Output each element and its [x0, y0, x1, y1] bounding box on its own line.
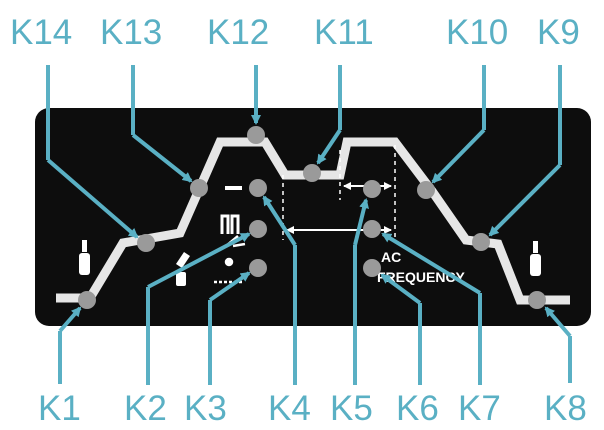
- label-k9: K9: [537, 13, 580, 52]
- callout-labels: K14 K13 K12 K11 K10 K9 K1 K2 K3 K4 K5 K6…: [10, 13, 587, 428]
- label-k3: K3: [184, 389, 227, 428]
- led-k2: [249, 220, 267, 238]
- led-k13: [190, 179, 208, 197]
- label-k5: K5: [330, 389, 373, 428]
- led-k8: [528, 291, 546, 309]
- label-k12: K12: [207, 13, 269, 52]
- label-k8: K8: [544, 389, 587, 428]
- led-k7: [363, 220, 381, 238]
- gas-cylinder-icon: [79, 240, 90, 275]
- minus-icon: [225, 186, 242, 190]
- pulse-wave-icon: [220, 214, 240, 234]
- callout-leaders: [46, 65, 572, 385]
- led-k12: [247, 126, 265, 144]
- led-k10: [417, 181, 435, 199]
- led-k11: [303, 164, 321, 182]
- led-k5: [363, 180, 381, 198]
- label-k6: K6: [396, 389, 439, 428]
- label-k2: K2: [124, 389, 167, 428]
- led-k14: [137, 234, 155, 252]
- led-k4: [249, 179, 267, 197]
- timing-dashes: [282, 145, 396, 240]
- label-k14: K14: [10, 13, 72, 52]
- label-k13: K13: [100, 13, 162, 52]
- ac-label: AC: [381, 249, 401, 265]
- label-k4: K4: [268, 389, 311, 428]
- label-k10: K10: [446, 13, 508, 52]
- torch-icon: [176, 252, 190, 286]
- led-k1: [78, 291, 96, 309]
- label-k1: K1: [38, 389, 81, 428]
- label-k11: K11: [314, 13, 374, 52]
- led-k3: [249, 259, 267, 277]
- led-k9: [472, 233, 490, 251]
- indicator-leds: [78, 126, 546, 309]
- led-k6: [363, 259, 381, 277]
- gas-cylinder-icon: [530, 241, 541, 276]
- label-k7: K7: [458, 389, 501, 428]
